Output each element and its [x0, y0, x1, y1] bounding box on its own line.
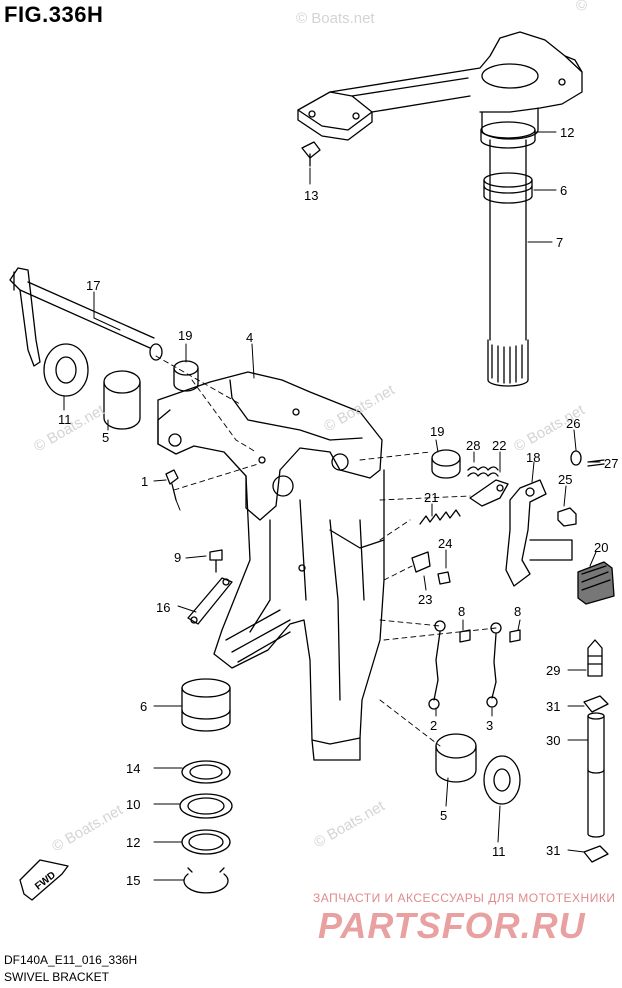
promo-brand-logo: PARTSFOR.RU — [318, 905, 586, 946]
callout-22: 22 — [492, 438, 506, 453]
fwd-arrow-icon — [19, 859, 69, 901]
bush-19-right — [431, 449, 461, 479]
screw-9 — [209, 549, 223, 573]
callout-11-left: 11 — [58, 412, 72, 427]
callout-21: 21 — [424, 490, 438, 505]
callout-13: 13 — [304, 188, 318, 203]
callout-26: 26 — [566, 416, 580, 431]
callout-4: 4 — [246, 330, 253, 345]
washer-10 — [179, 793, 233, 819]
callout-8-left: 8 — [458, 604, 465, 619]
callout-7: 7 — [556, 235, 563, 250]
callout-18: 18 — [526, 450, 540, 465]
callout-11-lower: 11 — [492, 844, 506, 859]
circlip-15 — [183, 867, 229, 894]
figure-title: FIG.336H — [4, 2, 104, 27]
callout-16: 16 — [156, 600, 170, 615]
callout-25: 25 — [558, 472, 572, 487]
callout-5-left: 5 — [102, 430, 109, 445]
ground-wire-2 — [428, 620, 471, 710]
promo-tagline: ЗАПЧАСТИ И АКСЕССУАРЫ ДЛЯ МОТОТЕХНИКИ — [313, 891, 616, 905]
assembly-lines — [155, 355, 497, 747]
steering-arm — [297, 31, 583, 167]
callout-14: 14 — [126, 761, 140, 776]
callout-3: 3 — [486, 718, 493, 733]
tilt-lock-lever-16 — [187, 577, 233, 625]
callout-labels: 12 6 7 13 17 19 4 11 5 1 19 28 22 26 27 … — [58, 125, 618, 888]
swivel-bracket-body — [157, 371, 385, 761]
callout-31-lower: 31 — [546, 843, 560, 858]
clip-31-lower — [583, 845, 609, 863]
lever-22 — [469, 479, 509, 507]
model-code: DF140A_E11_016_336H — [4, 953, 138, 967]
callout-30: 30 — [546, 733, 560, 748]
washer-12 — [181, 829, 231, 855]
callout-19-right: 19 — [430, 424, 444, 439]
clip-24 — [411, 551, 451, 585]
washer-14 — [181, 760, 231, 784]
callout-28: 28 — [466, 438, 480, 453]
ground-wire-3 — [486, 622, 521, 708]
leader-lines — [63, 131, 601, 881]
watermark: © Boats.net — [296, 10, 375, 27]
figure-caption: SWIVEL BRACKET — [4, 970, 109, 984]
callout-12-lower: 12 — [126, 835, 140, 850]
callout-9: 9 — [174, 550, 181, 565]
callout-24: 24 — [438, 536, 452, 551]
pin-26-27 — [570, 450, 605, 467]
callout-15: 15 — [126, 873, 140, 888]
callout-10: 10 — [126, 797, 140, 812]
callout-1: 1 — [141, 474, 148, 489]
callout-20: 20 — [594, 540, 608, 555]
pin-29 — [587, 639, 603, 677]
spring-28 — [467, 466, 499, 477]
bush-25 — [557, 507, 577, 527]
steering-shaft — [480, 121, 536, 387]
callout-8-right: 8 — [514, 604, 521, 619]
tilt-rod — [9, 267, 199, 430]
callout-6-lower: 6 — [140, 699, 147, 714]
grip-20 — [577, 561, 615, 605]
callout-31-upper: 31 — [546, 699, 560, 714]
spring-21 — [419, 509, 461, 525]
callout-27: 27 — [604, 456, 618, 471]
bolt-1 — [165, 469, 179, 501]
callout-6-top: 6 — [560, 183, 567, 198]
pin-30 — [587, 712, 605, 838]
callout-19-left: 19 — [178, 328, 192, 343]
callout-5-lower: 5 — [440, 808, 447, 823]
bush-5-lower — [435, 733, 477, 783]
callout-12-top: 12 — [560, 125, 574, 140]
bush-6-lower — [181, 678, 231, 732]
clip-31-upper — [583, 695, 609, 713]
callout-29: 29 — [546, 663, 560, 678]
washer-11-lower — [483, 755, 521, 805]
callout-17: 17 — [86, 278, 100, 293]
callout-23: 23 — [418, 592, 432, 607]
callout-2: 2 — [430, 718, 437, 733]
tilt-lever-18 — [505, 479, 573, 587]
